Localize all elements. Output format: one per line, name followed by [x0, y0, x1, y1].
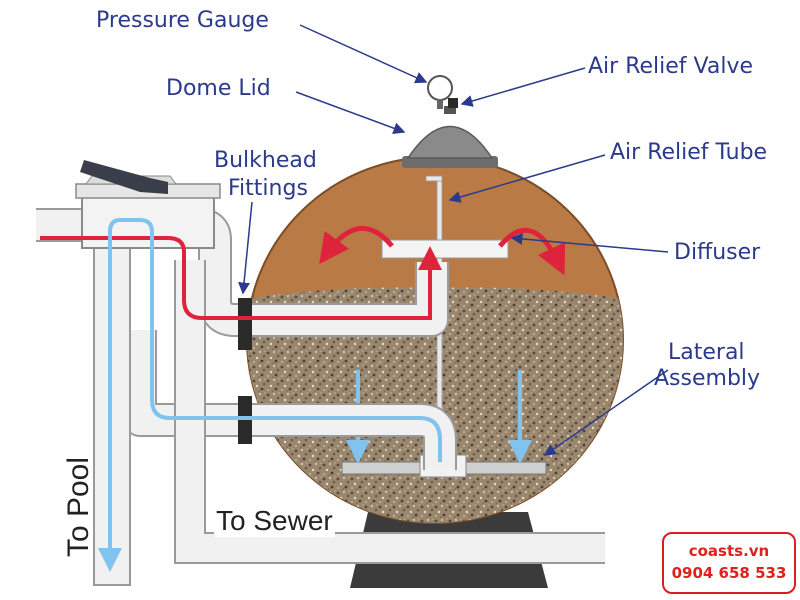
lateral-label-line1: Lateral	[668, 340, 745, 365]
lateral-label-line2: Assembly	[654, 366, 761, 391]
to-sewer-label: To Sewer	[214, 505, 335, 537]
multiport-valve	[75, 160, 221, 249]
dome-lid	[402, 106, 498, 168]
pressure-gauge	[427, 75, 453, 109]
dome-lid-leader	[295, 91, 406, 134]
diffuser-label: Diffuser	[674, 240, 761, 265]
air-relief-valve	[448, 98, 458, 108]
to-pool-label: To Pool	[62, 456, 95, 558]
lateral-leader	[543, 369, 669, 456]
contact-watermark: coasts.vn 0904 658 533	[662, 532, 796, 594]
bulkhead-label-line1: Bulkhead	[214, 148, 317, 173]
pressure-gauge-leader	[299, 24, 428, 84]
inlet-flow-arrow	[40, 236, 442, 320]
air-relief-valve-leader	[460, 67, 586, 107]
sewer-pipe	[174, 260, 605, 564]
bulkhead-leader	[238, 201, 253, 295]
air-relief-tube-leader	[448, 154, 606, 203]
tank-body	[246, 156, 624, 524]
watermark-phone: 0904 658 533	[671, 564, 787, 582]
diffuser	[381, 239, 509, 259]
watermark-site: coasts.vn	[688, 542, 770, 560]
air-relief-tube-label: Air Relief Tube	[610, 140, 768, 165]
diffuser-leader	[510, 232, 669, 253]
pressure-gauge-label: Pressure Gauge	[96, 8, 269, 33]
valve-handle	[80, 160, 168, 194]
air-relief-valve-label: Air Relief Valve	[588, 54, 754, 79]
return-flow-arrow	[98, 218, 442, 572]
bulkhead-label-line2: Fittings	[228, 176, 308, 201]
dome-lid-label: Dome Lid	[166, 76, 271, 101]
